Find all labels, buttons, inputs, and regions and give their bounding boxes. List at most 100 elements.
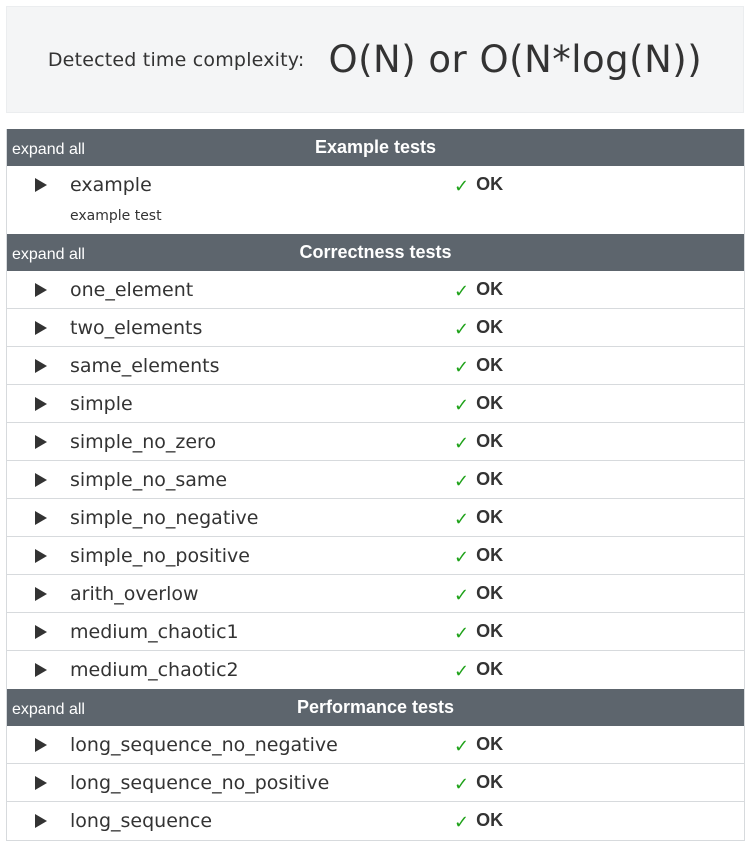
test-name: example — [70, 174, 152, 196]
play-triangle-icon[interactable] — [35, 435, 47, 449]
test-row-simple-no-same[interactable]: simple_no_same ✓ OK — [7, 461, 744, 499]
test-result: ✓ OK — [454, 659, 503, 680]
test-result: ✓ OK — [454, 469, 503, 490]
test-result: ✓ OK — [454, 507, 503, 528]
test-name: medium_chaotic2 — [70, 659, 239, 681]
check-mark-icon: ✓ — [454, 584, 470, 606]
result-text: OK — [476, 507, 504, 527]
test-result: ✓ OK — [454, 355, 503, 376]
check-mark-icon: ✓ — [454, 394, 470, 416]
result-text: OK — [476, 659, 504, 679]
test-result: ✓ OK — [454, 393, 503, 414]
expand-all-example-button[interactable]: expand all — [12, 141, 85, 158]
test-row-one-element[interactable]: one_element ✓ OK — [7, 271, 744, 309]
expand-all-correctness-button[interactable]: expand all — [12, 246, 85, 263]
play-triangle-icon[interactable] — [35, 587, 47, 601]
result-text: OK — [476, 772, 504, 792]
check-mark-icon: ✓ — [454, 660, 470, 682]
test-row-long-sequence[interactable]: long_sequence ✓ OK — [7, 802, 744, 840]
test-row-simple-no-positive[interactable]: simple_no_positive ✓ OK — [7, 537, 744, 575]
test-name: one_element — [70, 279, 194, 301]
check-mark-icon: ✓ — [454, 432, 470, 454]
test-result: ✓ OK — [454, 810, 503, 831]
check-mark-icon: ✓ — [454, 356, 470, 378]
test-result: ✓ OK — [454, 583, 503, 604]
result-text: OK — [476, 583, 504, 603]
test-result: ✓ OK — [454, 621, 503, 642]
play-triangle-icon[interactable] — [35, 397, 47, 411]
test-name: two_elements — [70, 317, 203, 339]
check-mark-icon: ✓ — [454, 773, 470, 795]
play-triangle-icon[interactable] — [35, 359, 47, 373]
play-triangle-icon[interactable] — [35, 738, 47, 752]
play-triangle-icon[interactable] — [35, 511, 47, 525]
play-triangle-icon[interactable] — [35, 178, 47, 192]
result-text: OK — [476, 279, 504, 299]
result-text: OK — [476, 393, 504, 413]
complexity-value: O(N) or O(N*log(N)) — [328, 38, 703, 81]
check-mark-icon: ✓ — [454, 735, 470, 757]
test-name: long_sequence — [70, 810, 213, 832]
test-row-long-sequence-no-negative[interactable]: long_sequence_no_negative ✓ OK — [7, 726, 744, 764]
test-row-long-sequence-no-positive[interactable]: long_sequence_no_positive ✓ OK — [7, 764, 744, 802]
test-name: simple_no_same — [70, 469, 228, 491]
result-text: OK — [476, 431, 504, 451]
result-text: OK — [476, 317, 504, 337]
result-text: OK — [476, 734, 504, 754]
test-row-medium-chaotic2[interactable]: medium_chaotic2 ✓ OK — [7, 651, 744, 689]
expand-all-performance-button[interactable]: expand all — [12, 701, 85, 718]
test-row-simple[interactable]: simple ✓ OK — [7, 385, 744, 423]
test-name: simple_no_zero — [70, 431, 217, 453]
test-name: simple — [70, 393, 133, 415]
section-title-performance: Performance tests — [296, 697, 455, 717]
test-result: ✓ OK — [454, 734, 503, 755]
test-result: ✓ OK — [454, 772, 503, 793]
test-row-arith-overlow[interactable]: arith_overlow ✓ OK — [7, 575, 744, 613]
play-triangle-icon[interactable] — [35, 549, 47, 563]
result-text: OK — [476, 174, 504, 194]
test-result: ✓ OK — [454, 431, 503, 452]
section-header-correctness: expand all Correctness tests — [7, 234, 744, 271]
result-text: OK — [476, 810, 504, 830]
test-name: long_sequence_no_negative — [70, 734, 338, 756]
test-name: long_sequence_no_positive — [70, 772, 330, 794]
test-row-two-elements[interactable]: two_elements ✓ OK — [7, 309, 744, 347]
section-header-example: expand all Example tests — [7, 129, 744, 166]
section-header-performance: expand all Performance tests — [7, 689, 744, 726]
test-row-simple-no-negative[interactable]: simple_no_negative ✓ OK — [7, 499, 744, 537]
test-row-example[interactable]: example example test ✓ OK — [7, 166, 744, 234]
section-title-example: Example tests — [314, 137, 437, 157]
test-description: example test — [70, 208, 162, 224]
test-row-simple-no-zero[interactable]: simple_no_zero ✓ OK — [7, 423, 744, 461]
test-name: medium_chaotic1 — [70, 621, 239, 643]
test-name: simple_no_positive — [70, 545, 250, 567]
play-triangle-icon[interactable] — [35, 473, 47, 487]
test-name: simple_no_negative — [70, 507, 259, 529]
check-mark-icon: ✓ — [454, 546, 470, 568]
result-text: OK — [476, 621, 504, 641]
check-mark-icon: ✓ — [454, 508, 470, 530]
play-triangle-icon[interactable] — [35, 283, 47, 297]
test-row-medium-chaotic1[interactable]: medium_chaotic1 ✓ OK — [7, 613, 744, 651]
test-result: ✓ OK — [454, 545, 503, 566]
check-mark-icon: ✓ — [454, 811, 470, 833]
complexity-summary: Detected time complexity: O(N) or O(N*lo… — [6, 6, 744, 113]
test-row-same-elements[interactable]: same_elements ✓ OK — [7, 347, 744, 385]
play-triangle-icon[interactable] — [35, 321, 47, 335]
test-result: ✓ OK — [454, 279, 503, 300]
result-text: OK — [476, 469, 504, 489]
test-name: arith_overlow — [70, 583, 199, 605]
test-result: ✓ OK — [454, 317, 503, 338]
complexity-label: Detected time complexity: — [47, 48, 305, 71]
play-triangle-icon[interactable] — [35, 776, 47, 790]
check-mark-icon: ✓ — [454, 280, 470, 302]
result-text: OK — [476, 545, 504, 565]
play-triangle-icon[interactable] — [35, 625, 47, 639]
test-results: expand all Example tests example example… — [6, 129, 745, 841]
result-text: OK — [476, 355, 504, 375]
play-triangle-icon[interactable] — [35, 663, 47, 677]
play-triangle-icon[interactable] — [35, 814, 47, 828]
test-name: same_elements — [70, 355, 220, 377]
check-mark-icon: ✓ — [454, 175, 470, 197]
test-result: ✓ OK — [454, 174, 503, 195]
